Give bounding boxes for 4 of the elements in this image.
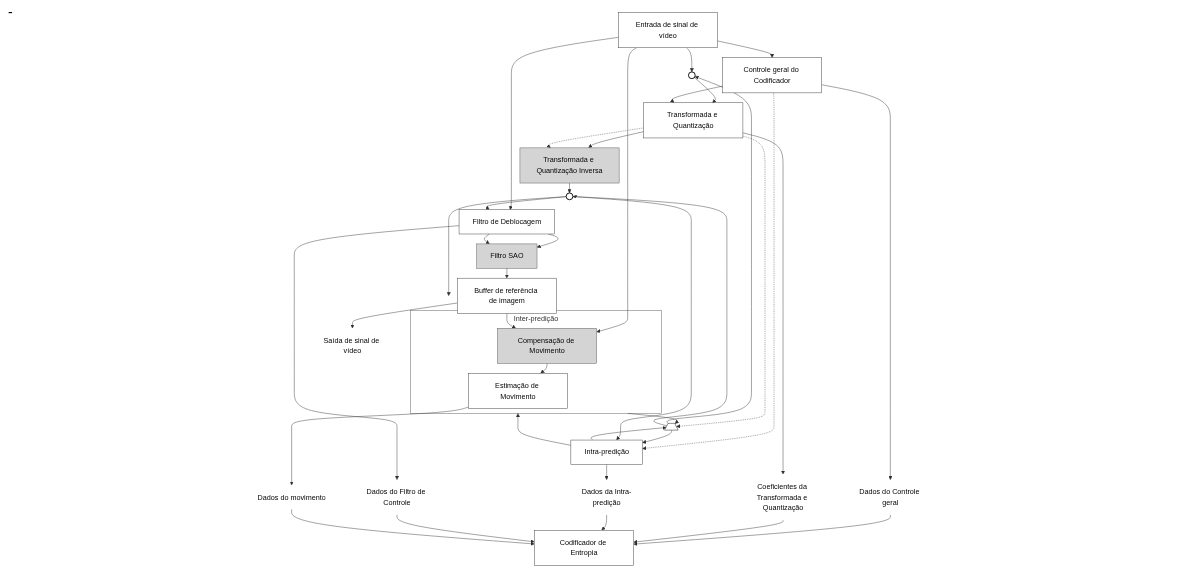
node-circle xyxy=(688,70,696,79)
node-circle xyxy=(565,192,574,200)
minus-sign: - xyxy=(8,4,13,20)
node-switch xyxy=(664,422,679,430)
